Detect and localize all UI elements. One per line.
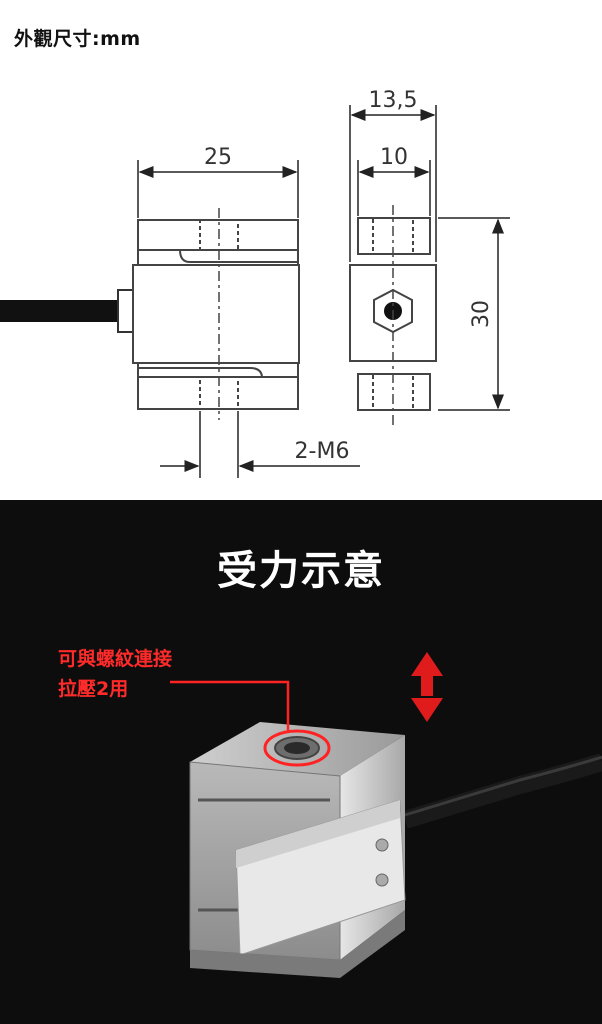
dim-width-label: 25 — [204, 145, 232, 170]
cable-drawing — [0, 300, 122, 322]
side-view — [349, 205, 437, 425]
thread-note-line1: 可與螺紋連接 — [58, 648, 173, 670]
load-cell-photo — [170, 652, 602, 978]
thread-highlight-circle — [263, 729, 331, 767]
cable — [402, 753, 602, 829]
annotation-leader-line — [170, 680, 290, 731]
thread-note-line2: 拉壓2用 — [58, 678, 129, 700]
dim-inner-label: 10 — [380, 145, 408, 170]
technical-drawing-panel: 外觀尺寸:mm — [0, 0, 602, 500]
dim-thread-label: 2-M6 — [295, 439, 350, 464]
dim-height-label: 30 — [469, 300, 494, 328]
section-title: 受力示意 — [217, 548, 385, 594]
force-direction-arrow — [411, 652, 443, 722]
dimension-unit-label: 外觀尺寸:mm — [14, 28, 141, 50]
force-illustration-panel: 受力示意 可與螺紋連接 拉壓2用 — [0, 500, 602, 1024]
dimension-drawing: 25 13,5 10 30 2-M6 — [0, 88, 510, 478]
dim-depth-label: 13,5 — [369, 88, 418, 113]
front-view — [132, 208, 300, 420]
